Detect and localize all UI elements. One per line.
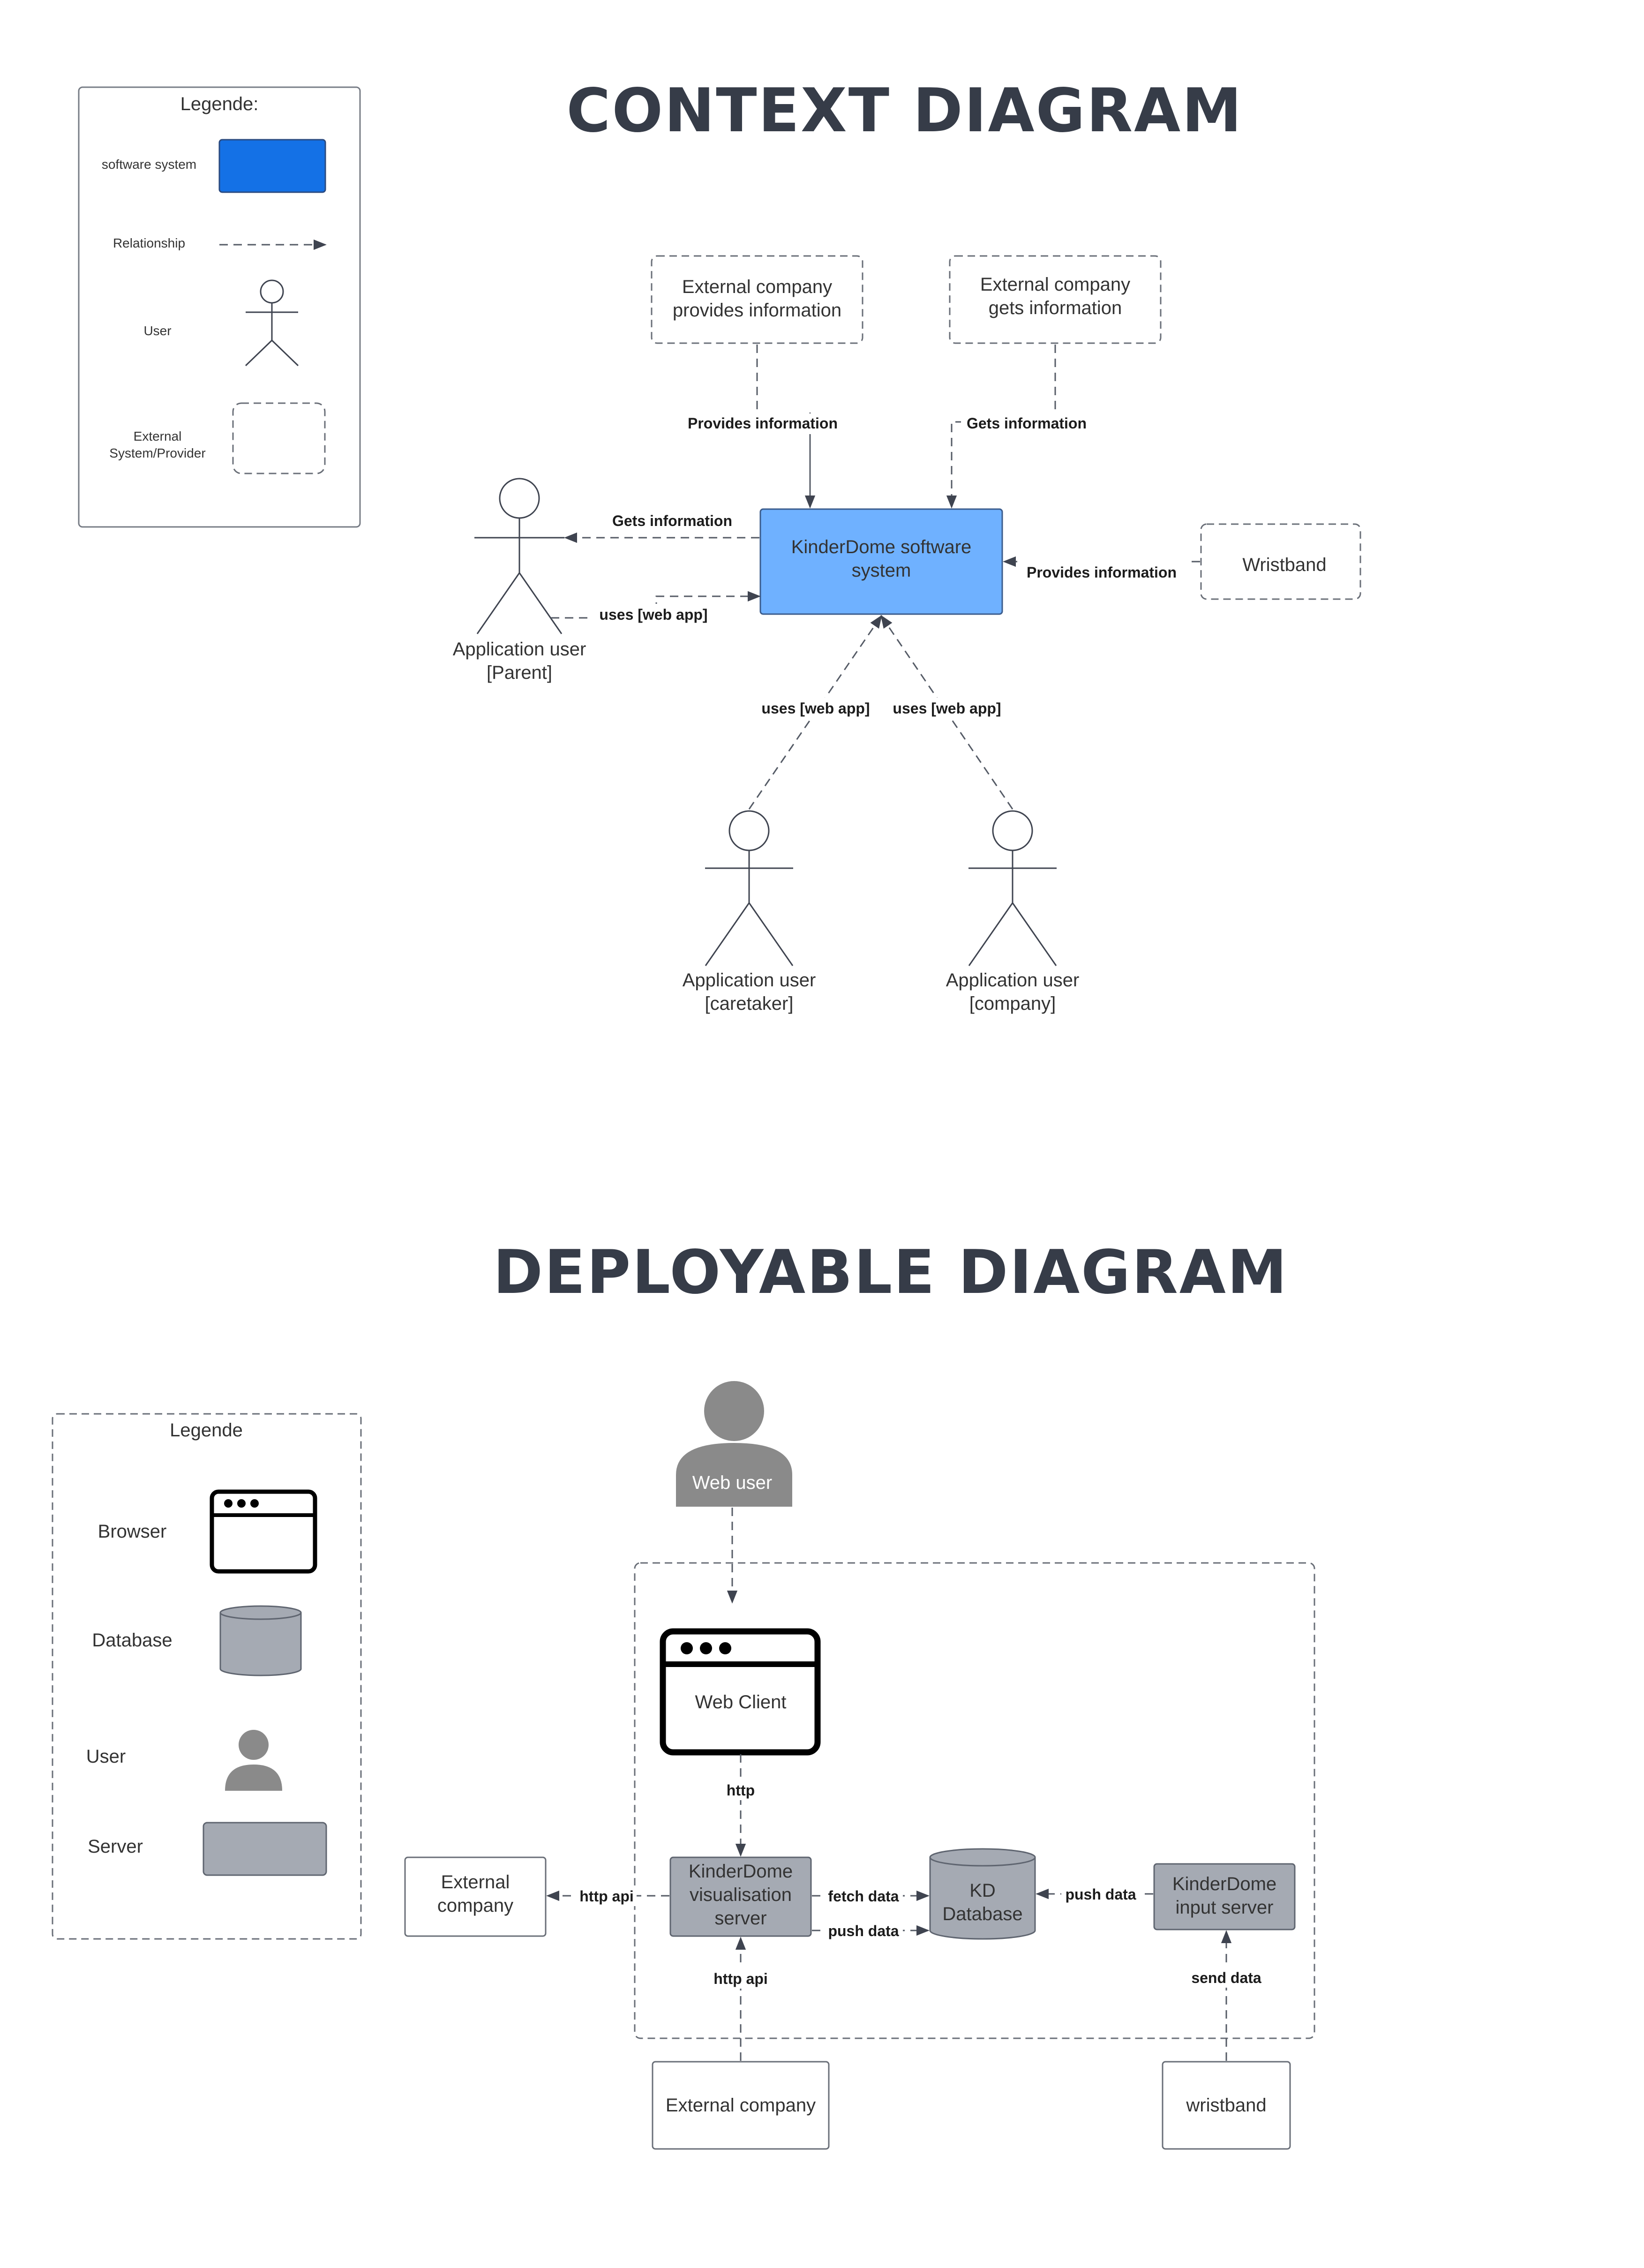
edge-label-provides-info-text: Provides information <box>688 415 838 432</box>
edge-label-bg <box>1017 561 1188 582</box>
actor-caretaker <box>705 810 794 966</box>
svg-text:gets information: gets information <box>989 298 1122 318</box>
legend-external-swatch <box>232 402 326 474</box>
node-wristband-bottom: wristband <box>1162 2061 1291 2150</box>
svg-text:External company: External company <box>682 277 832 297</box>
legend-software-system-label: software system <box>102 157 196 172</box>
edge-label-bg <box>886 698 1006 719</box>
node-ext-company-gets: External company gets information <box>949 255 1162 344</box>
web-client-label: Web Client <box>695 1692 787 1712</box>
web-client-icon <box>660 1628 821 1756</box>
actor-parent-label-line2: [Parent] <box>487 662 552 683</box>
context-title: CONTEXT DIAGRAM <box>566 76 1243 146</box>
edge-label-send-data: send data <box>1191 1969 1261 1986</box>
legend-browser-icon <box>210 1489 317 1574</box>
svg-text:Database: Database <box>942 1904 1022 1924</box>
edge-label-bg <box>1061 1884 1140 1904</box>
actor-caretaker-label-line1: Application user <box>683 970 816 991</box>
actor-company-label-line2: [company] <box>969 993 1056 1014</box>
edge-label-push-data-input: push data <box>1065 1886 1136 1903</box>
context-legend-title: Legende: <box>180 94 259 114</box>
legend-user-label: User <box>86 1746 126 1767</box>
edge-label-bg <box>824 1885 903 1906</box>
legend-user-icon <box>245 279 299 367</box>
node-ext-company-provides: External company provides information <box>651 255 863 344</box>
legend-external-label-line1: External <box>134 429 182 443</box>
svg-text:visualisation: visualisation <box>690 1885 792 1905</box>
edge-label-bg <box>824 1920 903 1941</box>
legend-user-label: User <box>143 323 171 338</box>
deployable-title: DEPLOYABLE DIAGRAM <box>493 1238 1288 1307</box>
svg-text:External: External <box>441 1872 510 1893</box>
deployment-boundary <box>634 1562 1315 2039</box>
node-kinderdome-system: KinderDome software system <box>759 508 1003 615</box>
edge-label-bg <box>600 510 745 531</box>
legend-user-icon <box>225 1730 282 1791</box>
deployable-legend-title: Legende <box>170 1420 243 1441</box>
edge-label-bg <box>1185 1967 1268 1988</box>
edge-label-fetch-data: fetch data <box>828 1888 899 1905</box>
svg-text:company: company <box>437 1895 513 1916</box>
legend-database-icon <box>219 1605 302 1676</box>
web-user-label: Web user <box>692 1472 772 1493</box>
legend-relationship-label: Relationship <box>113 236 185 250</box>
legend-server-swatch <box>203 1822 327 1876</box>
actor-parent <box>474 478 564 634</box>
svg-text:KD: KD <box>969 1880 996 1901</box>
actor-company <box>968 810 1057 966</box>
context-legend: Legende: software system Relationship Us… <box>78 86 361 528</box>
legend-browser-label: Browser <box>98 1521 167 1542</box>
edge-label-http-api-bottom: http api <box>713 1970 768 1987</box>
edge-label-http-api-left: http api <box>579 1888 634 1905</box>
edge-label-bg <box>683 413 843 434</box>
svg-text:KinderDome: KinderDome <box>689 1861 793 1882</box>
actor-caretaker-label-line2: [caretaker] <box>705 993 794 1014</box>
svg-text:KinderDome: KinderDome <box>1172 1874 1276 1894</box>
node-external-company-left: External company <box>404 1856 547 1937</box>
legend-database-label: Database <box>92 1630 172 1651</box>
legend-external-label-line2: System/Provider <box>109 446 205 460</box>
edge-label-bg <box>755 698 875 719</box>
node-kd-database: KD Database <box>929 1848 1036 1940</box>
actor-company-label-line1: Application user <box>946 970 1080 991</box>
node-visualisation-server: KinderDome visualisation server <box>669 1856 812 1937</box>
edge-label-uses-web-parent: uses [web app] <box>599 606 707 623</box>
svg-text:system: system <box>852 560 911 581</box>
svg-text:External company: External company <box>666 2095 816 2116</box>
svg-text:KinderDome software: KinderDome software <box>791 537 972 557</box>
svg-text:External company: External company <box>980 274 1130 295</box>
svg-text:wristband: wristband <box>1186 2095 1266 2116</box>
edge-label-http: http <box>727 1782 755 1799</box>
edge-label-wristband-provides: Provides information <box>1027 564 1177 581</box>
web-user-icon <box>676 1381 792 1507</box>
svg-text:input server: input server <box>1176 1897 1274 1918</box>
node-input-server: KinderDome input server <box>1153 1863 1296 1930</box>
actor-parent-label-line1: Application user <box>453 639 586 660</box>
edge-label-push-data-vis: push data <box>828 1923 899 1939</box>
edge-label-uses-web-caretaker: uses [web app] <box>761 700 870 717</box>
node-wristband: Wristband <box>1200 523 1361 600</box>
svg-text:provides information: provides information <box>673 300 841 321</box>
edge-label-bg <box>707 1968 774 1989</box>
edge-label-bg <box>577 1885 637 1906</box>
edge-label-bg <box>592 604 714 625</box>
legend-server-label: Server <box>88 1836 143 1857</box>
deployable-legend: Legende Browser Database User Server <box>52 1413 362 1940</box>
svg-text:Wristband: Wristband <box>1242 555 1326 575</box>
edge-label-gets-info-top: Gets information <box>967 415 1087 432</box>
legend-software-system-swatch <box>218 139 326 193</box>
edge-label-bg <box>961 413 1092 433</box>
edge-label-gets-info-parent: Gets information <box>612 512 732 529</box>
edge-label-bg <box>719 1780 762 1800</box>
edge-label-uses-web-company: uses [web app] <box>893 700 1001 717</box>
node-external-company-bottom: External company <box>652 2061 830 2150</box>
svg-text:server: server <box>714 1908 766 1929</box>
